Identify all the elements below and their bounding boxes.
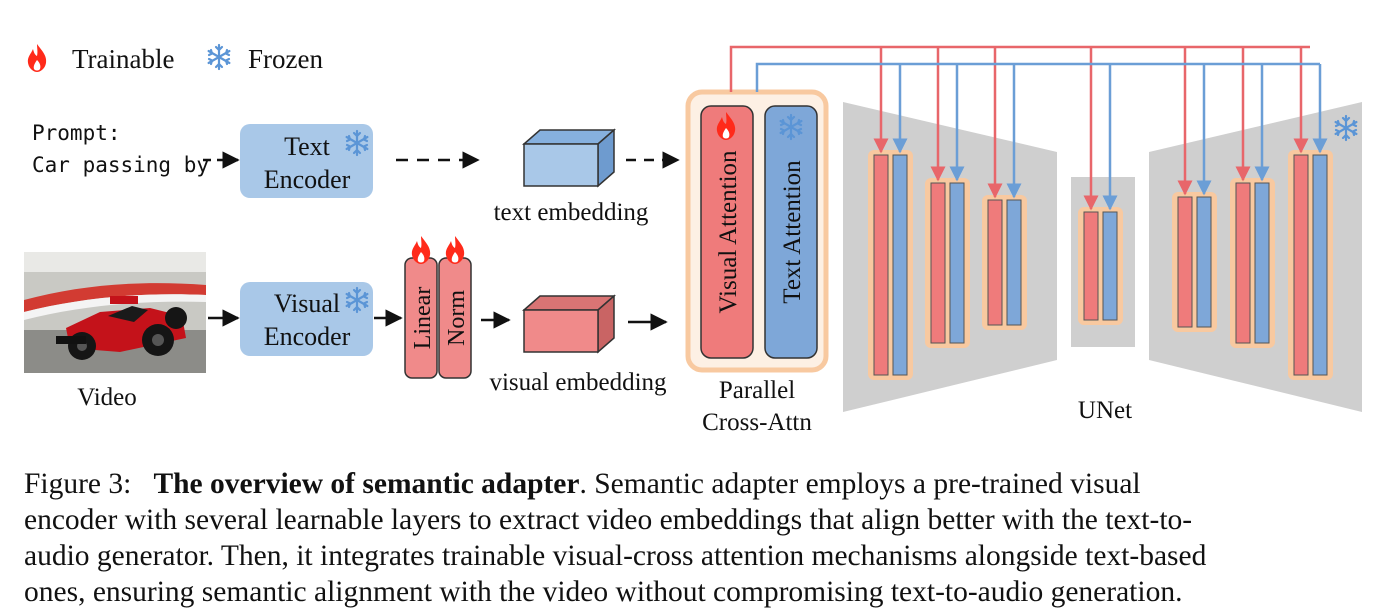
unet-attn-pair-2: [925, 178, 970, 348]
text-encoder-line1: Text: [284, 132, 331, 161]
caption-prefix: Figure 3:: [24, 468, 132, 500]
legend-frozen: Frozen: [248, 44, 323, 74]
caption-title: The overview of semantic adapter: [153, 468, 580, 500]
visual-embedding-label: visual embedding: [489, 369, 667, 396]
legend: Trainable Frozen: [27, 43, 323, 74]
figure-caption: Figure 3: The overview of semantic adapt…: [24, 466, 1364, 610]
text-embedding-label: text embedding: [494, 199, 649, 226]
snowflake-icon: [207, 43, 231, 71]
prompt-label: Prompt:: [32, 121, 121, 145]
visual-attention-label: Visual Attention: [715, 150, 742, 314]
norm-label: Norm: [444, 290, 470, 346]
linear-label: Linear: [410, 287, 436, 350]
semantic-adapter-diagram: Trainable Frozen Prompt: Car passing by …: [24, 43, 1362, 436]
caption-line-3: audio generator. Then, it integrates tra…: [24, 540, 1207, 572]
video-label: Video: [77, 384, 137, 411]
flame-icon: [411, 236, 431, 264]
text-attention-connections: [755, 62, 1328, 211]
legend-trainable: Trainable: [72, 44, 175, 74]
unet-label: UNet: [1078, 397, 1132, 424]
visual-encoder: Visual Encoder: [240, 282, 373, 356]
flame-icon: [27, 44, 47, 72]
unet-attn-pair-6: [1230, 178, 1275, 348]
unet-attn-pair-7: [1288, 150, 1333, 380]
caption-line-2: encoder with several learnable layers to…: [24, 504, 1193, 536]
parallel-label-line2: Cross-Attn: [702, 409, 812, 436]
unet-attn-pair-4: [1078, 207, 1123, 325]
parallel-label-line1: Parallel: [719, 377, 795, 404]
visual-encoder-line1: Visual: [274, 289, 340, 318]
visual-attention-block: [700, 105, 754, 359]
unet-attn-pair-3: [982, 195, 1027, 330]
caption-line-4: ones, ensuring semantic alignment with t…: [24, 576, 1183, 608]
visual-embedding-cube: [522, 294, 616, 354]
visual-attention-connections: [729, 45, 1310, 211]
caption-line-1: Figure 3: The overview of semantic adapt…: [24, 466, 1364, 502]
unet-attention-pairs: [868, 150, 1333, 380]
text-encoder: Text Encoder: [240, 124, 373, 198]
norm-layer: Norm: [438, 236, 472, 379]
text-attention-block: [764, 105, 818, 359]
prompt-text: Car passing by: [32, 153, 209, 177]
text-encoder-line2: Encoder: [264, 165, 351, 194]
visual-encoder-line2: Encoder: [264, 322, 351, 351]
linear-layer: Linear: [404, 236, 438, 379]
text-attention-label: Text Attention: [779, 160, 806, 304]
text-embedding-cube: [522, 128, 616, 188]
video-thumbnail: [24, 252, 206, 373]
flame-icon: [445, 236, 465, 264]
unet-attn-pair-5: [1172, 192, 1217, 332]
unet-attn-pair-1: [868, 150, 913, 380]
parallel-cross-attn: Visual Attention Text Attention: [685, 89, 829, 373]
caption-line1-rest: . Semantic adapter employs a pre-trained…: [579, 468, 1141, 500]
race-car: [56, 296, 187, 360]
